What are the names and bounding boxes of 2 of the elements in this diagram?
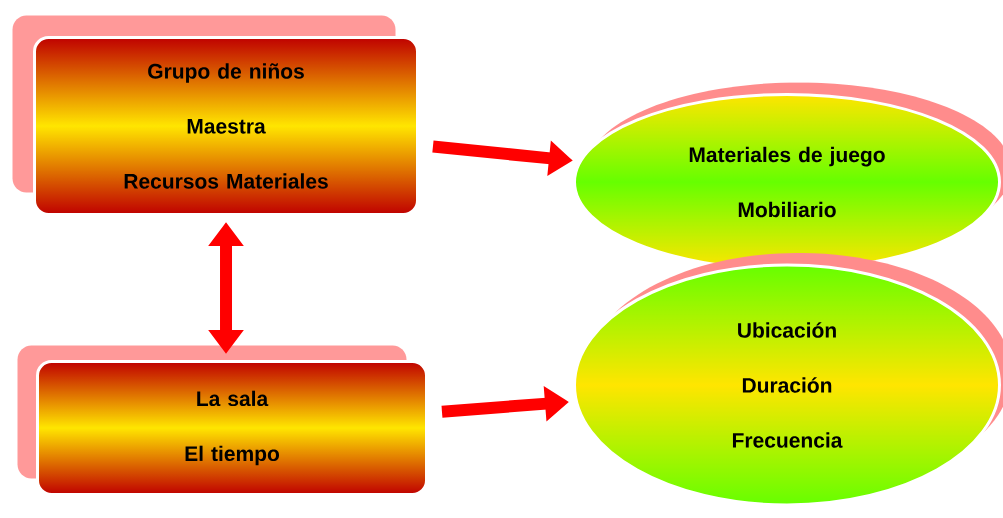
process-box: Grupo de niños Maestra Recursos Materiales	[12, 15, 419, 216]
process-box: La sala El tiempo	[17, 345, 428, 496]
